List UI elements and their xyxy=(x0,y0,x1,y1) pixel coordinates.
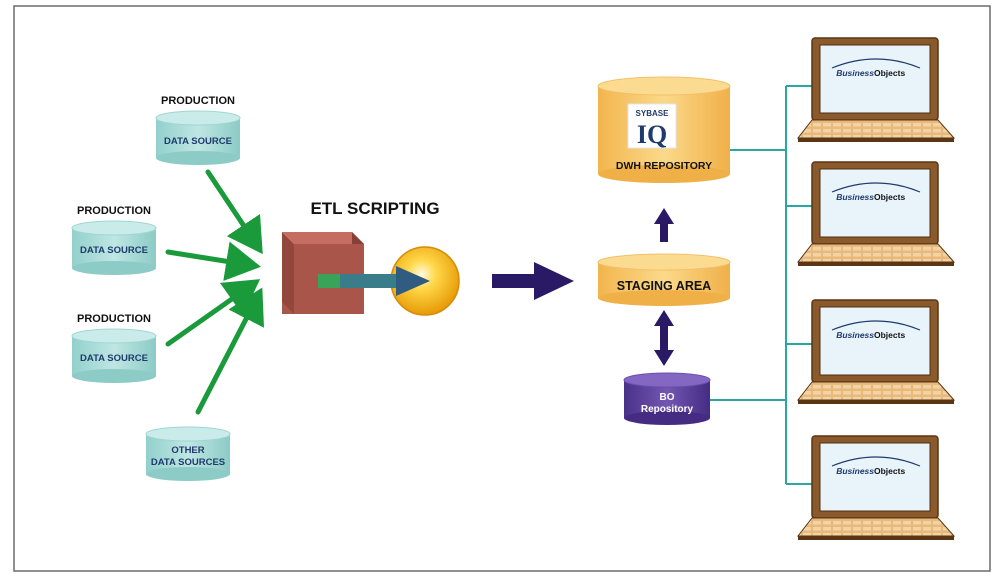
source-cylinder-other: OTHER DATA SOURCES xyxy=(145,426,231,481)
client-3-brand-a: Business xyxy=(836,330,874,340)
client-connectors xyxy=(710,85,812,485)
client-4-brand-a: Business xyxy=(836,466,874,476)
sybase-iq-logo xyxy=(627,103,677,149)
arrow-source-2 xyxy=(165,241,261,282)
source-other-label-line1: OTHER xyxy=(171,445,204,456)
dwh-repository-label: DWH REPOSITORY xyxy=(616,160,712,172)
etl-title: ETL SCRIPTING xyxy=(310,199,439,218)
arrow-source-other xyxy=(195,287,264,415)
bo-repository-line2: Repository xyxy=(641,404,694,415)
sybase-logo-top: SYBASE xyxy=(636,109,670,118)
source-arrows xyxy=(165,169,264,415)
client-2-brand-a: Business xyxy=(836,192,874,202)
client-2-brand-b: Objects xyxy=(874,192,905,202)
source-2-label: DATA SOURCE xyxy=(80,245,148,256)
dwh-repository-cylinder: SYBASE IQ DWH REPOSITORY xyxy=(597,76,731,183)
client-1-brand-b: Objects xyxy=(874,68,905,78)
client-3-brand-b: Objects xyxy=(874,330,905,340)
bo-repository-cylinder: BO Repository xyxy=(623,372,711,425)
staging-area-cylinder: STAGING AREA xyxy=(597,253,731,306)
source-3-label: DATA SOURCE xyxy=(80,353,148,364)
source-other-label-line2: DATA SOURCES xyxy=(151,457,225,468)
etl-to-staging-arrow xyxy=(492,262,574,300)
source-3-heading: PRODUCTION xyxy=(77,313,151,325)
source-cylinder-2: DATA SOURCE xyxy=(71,220,157,275)
client-laptop-4: Business Objects xyxy=(796,435,956,540)
client-1-brand-a: Business xyxy=(836,68,874,78)
source-cylinder-1: DATA SOURCE xyxy=(155,110,241,165)
source-1-label: DATA SOURCE xyxy=(164,136,232,147)
source-cylinder-3: DATA SOURCE xyxy=(71,328,157,383)
sybase-logo-iq: IQ xyxy=(637,120,667,149)
staging-area-label: STAGING AREA xyxy=(617,279,711,293)
outer-frame xyxy=(13,5,991,572)
arrow-source-3 xyxy=(165,279,261,347)
source-2-heading: PRODUCTION xyxy=(77,205,151,217)
client-laptop-2: Business Objects xyxy=(796,161,956,266)
staging-to-dwh-arrow xyxy=(654,208,674,242)
staging-bo-double-arrow xyxy=(654,310,674,366)
source-1-heading: PRODUCTION xyxy=(161,95,235,107)
client-4-brand-b: Objects xyxy=(874,466,905,476)
cube-to-sphere-arrow xyxy=(318,266,430,296)
bo-repository-line1: BO xyxy=(660,392,675,403)
arrow-source-1 xyxy=(205,169,263,255)
etl-cube xyxy=(282,232,364,314)
client-laptop-3: Business Objects xyxy=(796,299,956,404)
client-laptop-1: Business Objects xyxy=(796,37,956,142)
